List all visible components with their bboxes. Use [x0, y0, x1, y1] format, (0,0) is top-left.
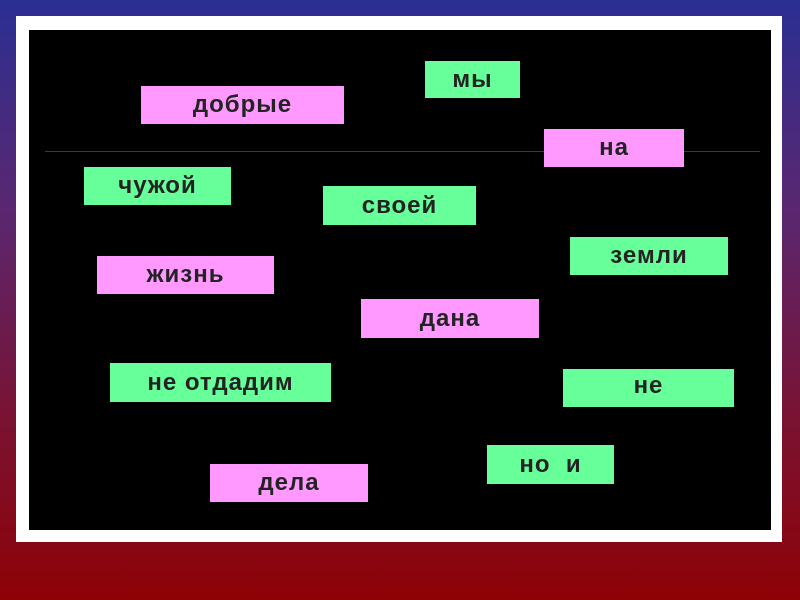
- word-card-dobrye[interactable]: добрые: [141, 86, 344, 124]
- word-part-1: хотим: [610, 405, 686, 407]
- word-card-dana[interactable]: дана: [361, 299, 539, 338]
- word-part-0: не: [633, 372, 664, 399]
- word-card-ne-hotim[interactable]: не хотим: [563, 369, 734, 407]
- word-card-no-i[interactable]: но и: [487, 445, 614, 484]
- word-card-zemli[interactable]: земли: [570, 237, 728, 275]
- word-card-svoey[interactable]: своей: [323, 186, 476, 225]
- word-card-zhizn[interactable]: жизнь: [97, 256, 274, 294]
- divider-line: [45, 151, 760, 152]
- word-card-na[interactable]: на: [544, 129, 684, 167]
- word-card-dela[interactable]: дела: [210, 464, 368, 502]
- word-card-chuzhoy[interactable]: чужой: [84, 167, 231, 205]
- word-card-ne-otdadim[interactable]: не отдадим: [110, 363, 331, 402]
- word-card-my[interactable]: мы: [425, 61, 520, 98]
